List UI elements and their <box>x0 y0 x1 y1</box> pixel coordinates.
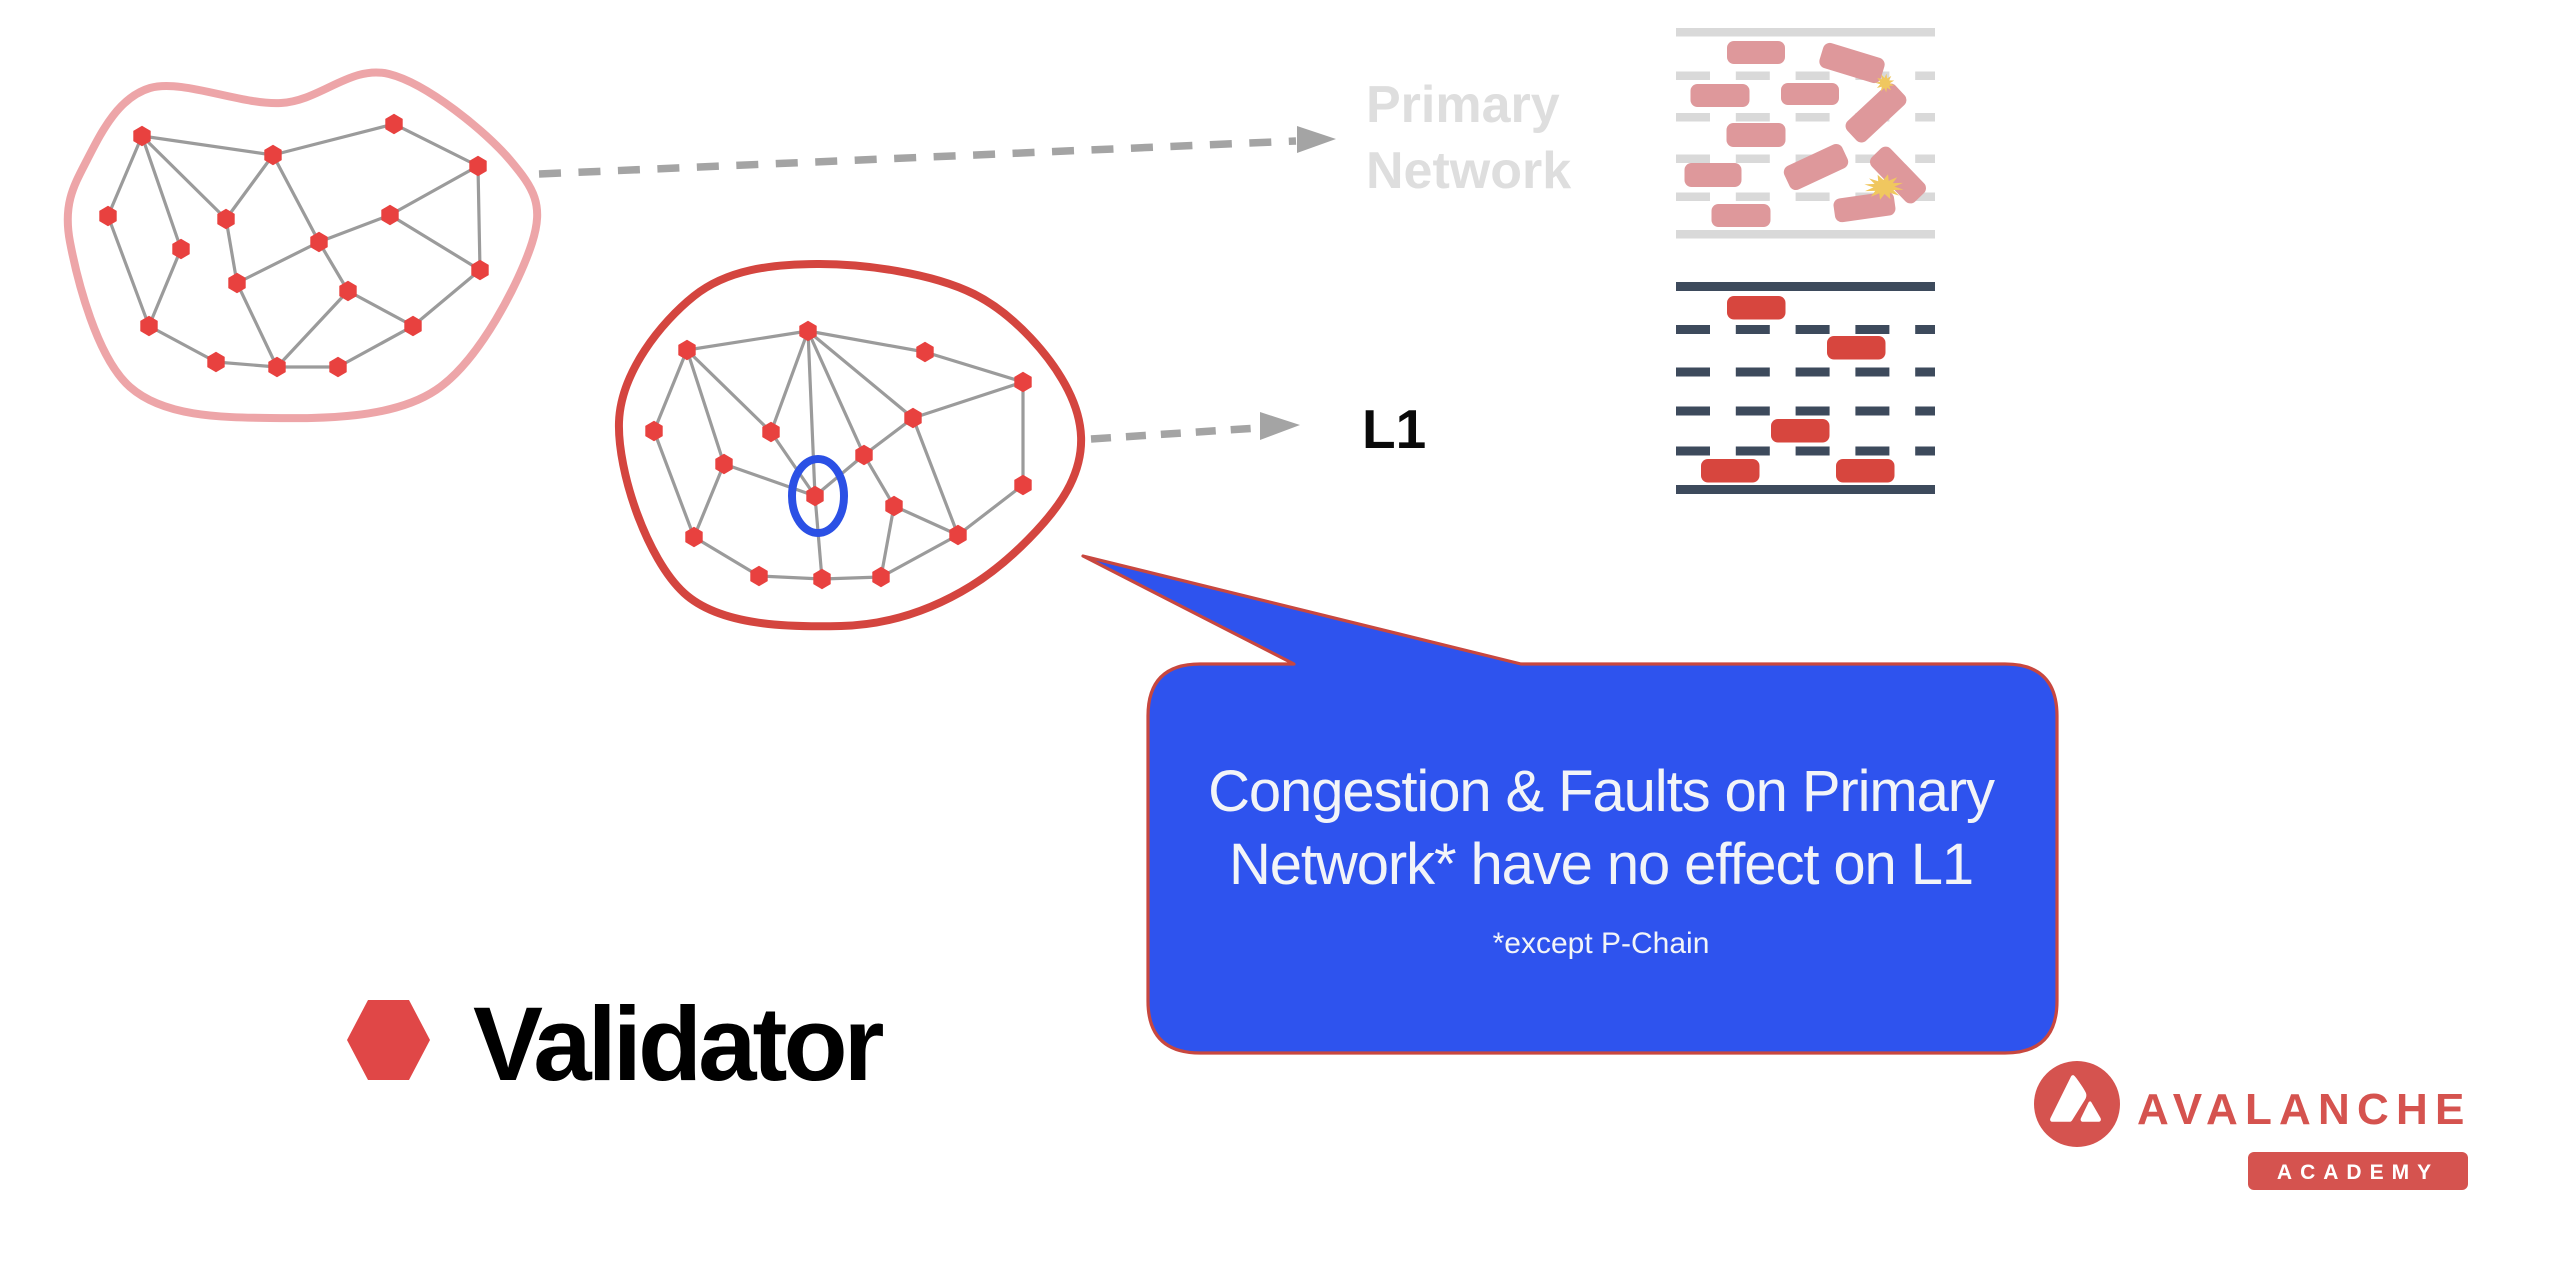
svg-text:Congestion & Faults on Primary: Congestion & Faults on Primary <box>1208 759 1995 824</box>
svg-text:Network: Network <box>1366 142 1571 200</box>
svg-text:*except P-Chain: *except P-Chain <box>1493 927 1710 960</box>
svg-text:AVALANCHE: AVALANCHE <box>2137 1085 2472 1134</box>
svg-text:Validator: Validator <box>473 986 884 1103</box>
svg-text:Primary: Primary <box>1366 76 1560 134</box>
svg-text:Network* have no effect on L1: Network* have no effect on L1 <box>1229 832 1973 897</box>
svg-text:ACADEMY: ACADEMY <box>2277 1161 2439 1184</box>
svg-text:L1: L1 <box>1362 398 1426 460</box>
